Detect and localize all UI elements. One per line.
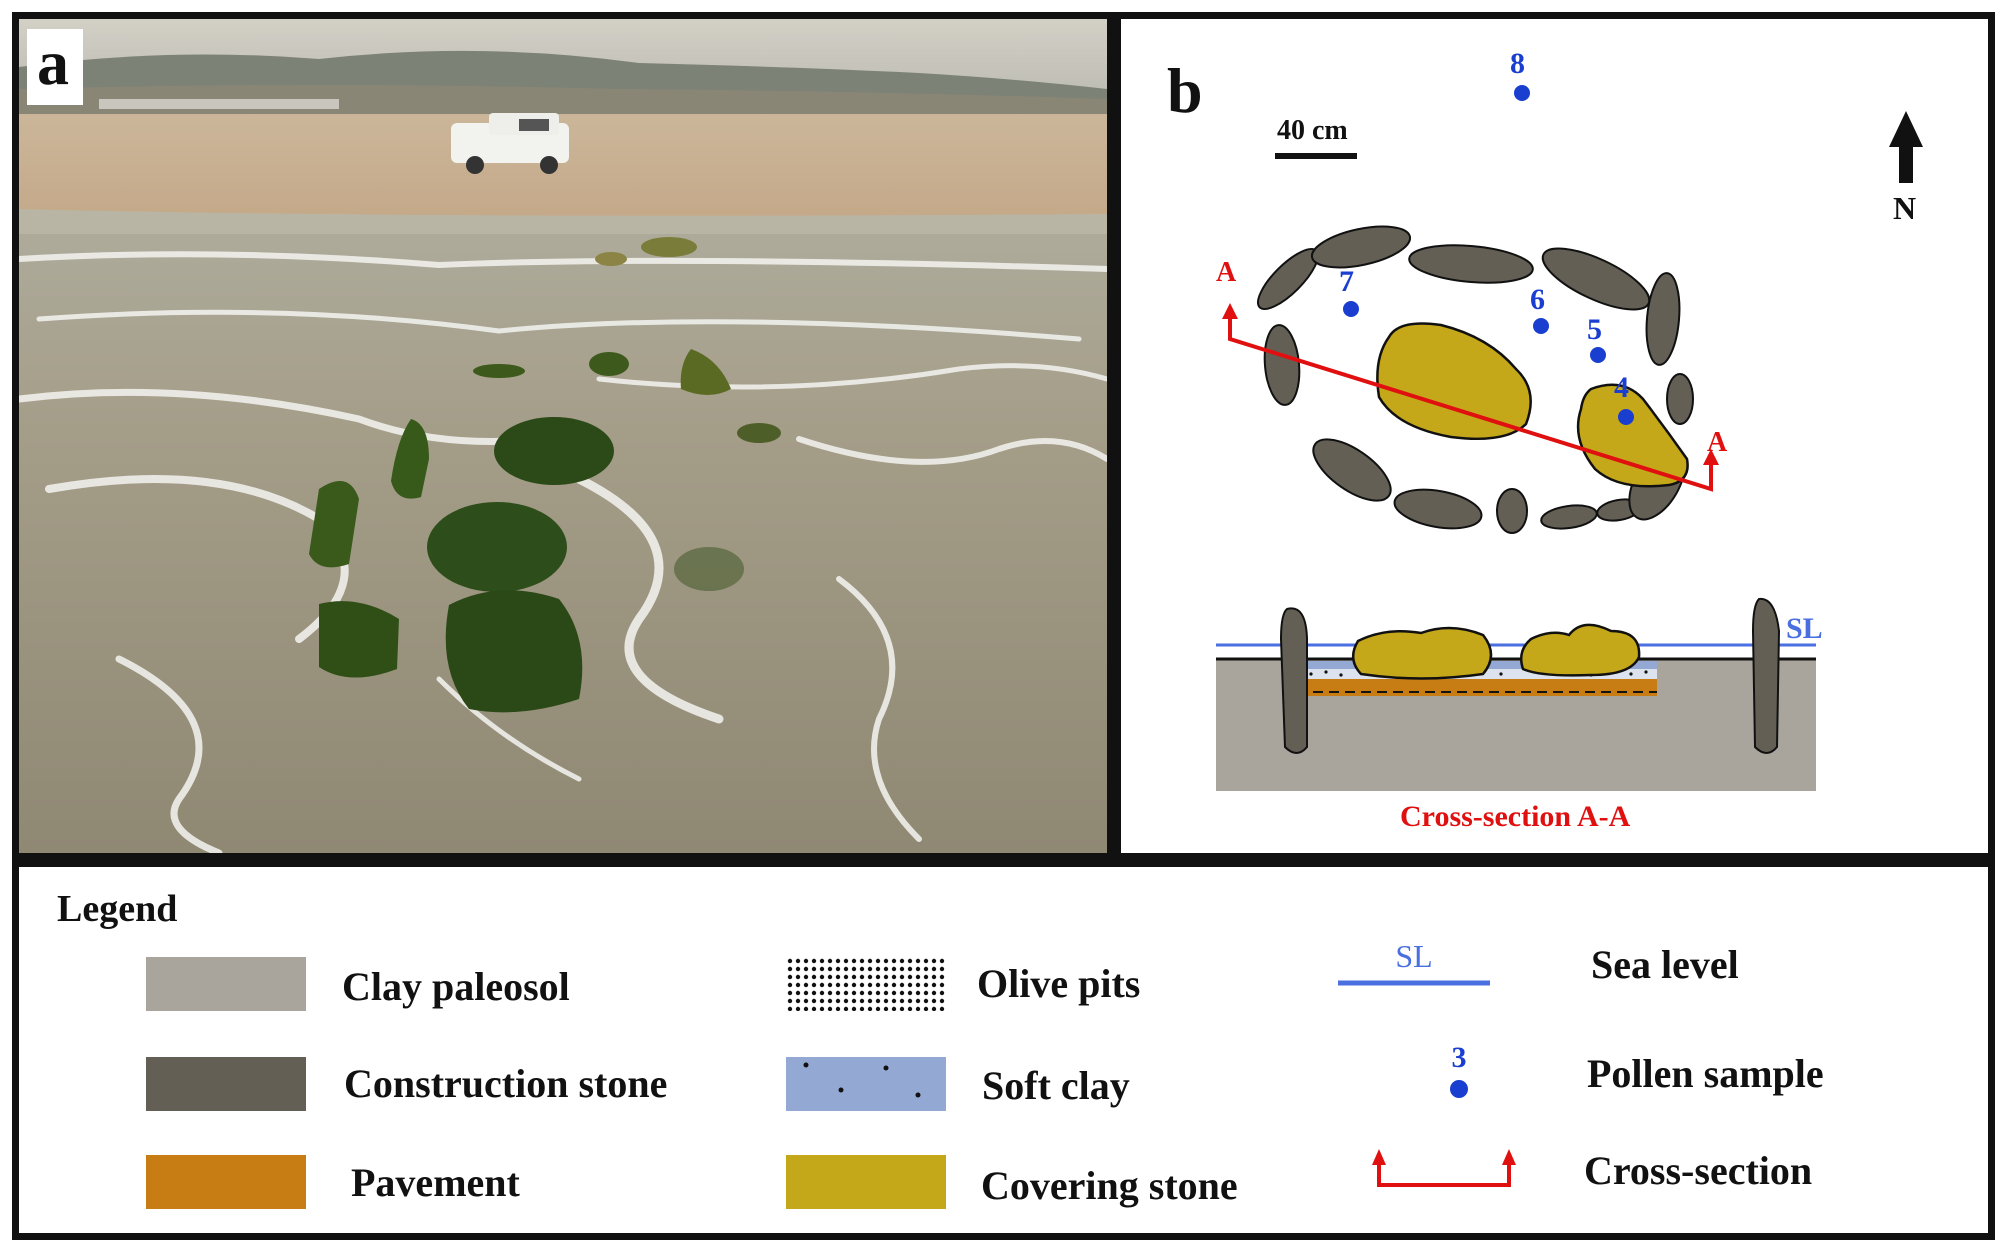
site-plan: 40 cm N xyxy=(1216,47,1923,833)
swatch-covering-stone xyxy=(786,1155,946,1209)
section-marker-east: A xyxy=(1707,427,1728,458)
sample-label-4: 4 xyxy=(1614,371,1629,404)
sample-label-5: 5 xyxy=(1587,313,1602,346)
legend-label-covering-stone: Covering stone xyxy=(981,1163,1238,1208)
legend-label-cross-section: Cross-section xyxy=(1584,1148,1813,1193)
beach-photo xyxy=(19,19,1107,853)
pollen-sample-7 xyxy=(1343,301,1359,317)
cross-section-drawing xyxy=(1216,597,1816,791)
panel-a-photo: a xyxy=(12,12,1114,860)
legend-label-olive-pits: Olive pits xyxy=(977,961,1141,1006)
scale-label: 40 cm xyxy=(1277,115,1348,146)
panel-a-label: a xyxy=(27,29,83,105)
pollen-samples xyxy=(1343,85,1634,425)
pollen-sample-8 xyxy=(1514,85,1530,101)
legend-label-soft-clay: Soft clay xyxy=(982,1063,1130,1108)
north-label: N xyxy=(1893,190,1916,226)
sample-label-6: 6 xyxy=(1530,283,1545,316)
panel-b-label: b xyxy=(1167,55,1203,126)
sea-level-symbol-text: SL xyxy=(1395,938,1432,974)
legend-label-sea-level: Sea level xyxy=(1591,942,1739,987)
legend-panel: Legend Clay paleosol Construction stone … xyxy=(12,860,1995,1240)
covering-stones-plan xyxy=(1376,322,1689,488)
swatch-construction-stone xyxy=(146,1057,306,1111)
pollen-sample-5 xyxy=(1590,347,1606,363)
algae-stones xyxy=(309,237,781,713)
symbol-sea-level: SL xyxy=(1338,938,1490,986)
pollen-sample-6 xyxy=(1533,318,1549,334)
swatch-clay-paleosol xyxy=(146,957,306,1011)
sample-label-8: 8 xyxy=(1510,47,1525,80)
sample-label-7: 7 xyxy=(1339,265,1354,298)
section-marker-west: A xyxy=(1216,257,1237,288)
swatch-olive-pits xyxy=(786,957,946,1011)
legend-label-construction-stone: Construction stone xyxy=(344,1061,668,1106)
swatch-pavement xyxy=(146,1155,306,1209)
legend-title: Legend xyxy=(57,888,178,930)
car xyxy=(451,113,569,174)
pollen-sample-4 xyxy=(1618,409,1634,425)
pollen-symbol-text: 3 xyxy=(1452,1041,1467,1074)
legend-label-pollen-sample: Pollen sample xyxy=(1587,1051,1824,1096)
legend-label-pavement: Pavement xyxy=(351,1160,520,1205)
legend-label-clay-paleosol: Clay paleosol xyxy=(342,964,570,1009)
panel-b-diagram: b 40 cm N xyxy=(1114,12,1995,860)
symbol-pollen-sample: 3 xyxy=(1450,1041,1468,1098)
cross-section-title: Cross-section A-A xyxy=(1400,800,1631,833)
sea-level-label: SL xyxy=(1786,612,1823,645)
swatch-soft-clay xyxy=(786,1057,946,1111)
section-line xyxy=(1228,317,1713,492)
symbol-cross-section xyxy=(1372,1149,1516,1187)
north-arrow-icon xyxy=(1889,111,1923,183)
